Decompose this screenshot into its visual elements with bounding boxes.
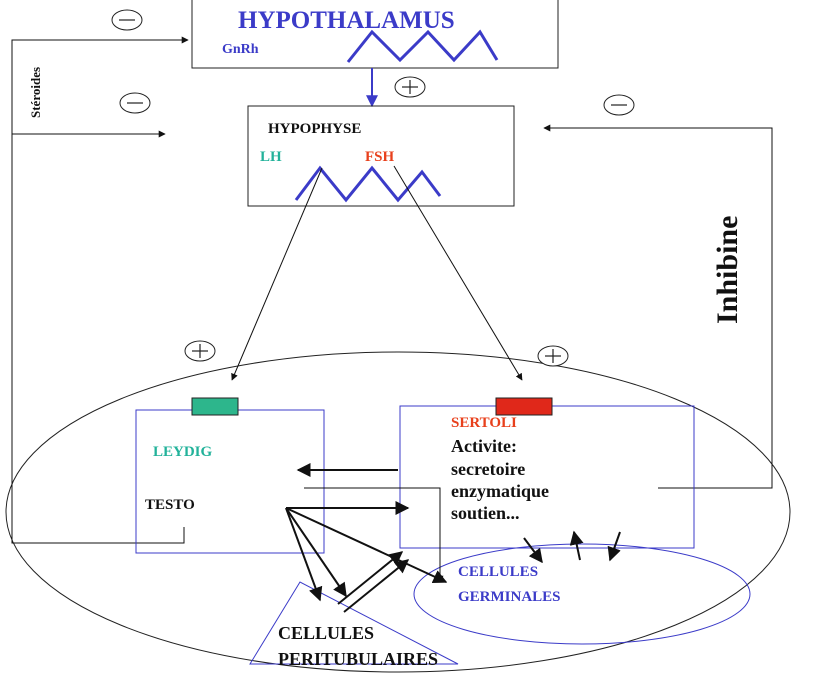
steroid-feedback-line [11, 36, 189, 544]
sertoli-activity-line-2: secretoire [451, 459, 526, 479]
plus-sign-lh [184, 340, 216, 362]
plus-sign-gnrh [394, 76, 426, 98]
minus-sign-inhibine [603, 94, 635, 116]
hypophyse-title: HYPOPHYSE [268, 121, 362, 137]
sertoli-box [399, 405, 695, 549]
sertoli-line-to-germinal [304, 487, 444, 583]
sertoli-to-germinal-arrow-2 [607, 531, 621, 562]
plus-sign-fsh [537, 345, 569, 367]
hypophyse-box [247, 105, 515, 207]
sertoli-activity-line-1: Activite: [451, 436, 517, 456]
sertoli-activity-line-3: enzymatique [451, 481, 549, 501]
hypothalamus-title: HYPOTHALAMUS [238, 7, 455, 34]
testo-to-peritubular-arrow-2 [285, 507, 347, 598]
gnrh-label: GnRh [222, 42, 259, 57]
gnrh-pulse-wave [346, 29, 499, 63]
testo-label: TESTO [145, 497, 195, 513]
leydig-receptor [191, 397, 239, 416]
peritubular-to-sertoli-arrow-1 [337, 551, 404, 605]
sertoli-receptor [495, 397, 553, 416]
minus-sign-steroid-hypothalamus [111, 9, 143, 31]
lh-label: LH [260, 149, 282, 165]
sertoli-to-germinal-arrow [523, 537, 543, 564]
fsh-arrow [393, 165, 523, 381]
fsh-label: FSH [365, 149, 395, 165]
peritubulaires-line-1: CELLULES [278, 623, 375, 643]
leydig-box [135, 409, 325, 554]
peritubular-to-sertoli-arrow-2 [343, 559, 410, 613]
peritubular-triangle [249, 581, 459, 665]
testis-outline [5, 351, 791, 673]
peritubulaires-line-2: PERITUBULAIRES [278, 649, 439, 669]
sertoli-title: SERTOLI [451, 415, 517, 431]
germinal-to-sertoli-arrow-1 [569, 530, 584, 561]
sertoli-activity-line-4: soutien... [451, 503, 520, 523]
hypothalamus-box [191, 0, 559, 69]
inhibine-label: Inhibine [711, 215, 744, 324]
inhibine-feedback-line [543, 124, 773, 489]
testo-to-peritubular-arrow-1 [285, 507, 323, 602]
lh-fsh-pulse-wave [294, 165, 442, 203]
germinales-line-2: GERMINALES [458, 589, 561, 605]
germinales-line-1: CELLULES [458, 564, 539, 580]
steroides-label: Stéroides [28, 66, 43, 118]
testo-to-germinal-arrow [285, 507, 448, 584]
lh-arrow [231, 167, 323, 381]
minus-sign-steroid-hypophyse [119, 92, 151, 114]
leydig-title: LEYDIG [153, 444, 213, 460]
